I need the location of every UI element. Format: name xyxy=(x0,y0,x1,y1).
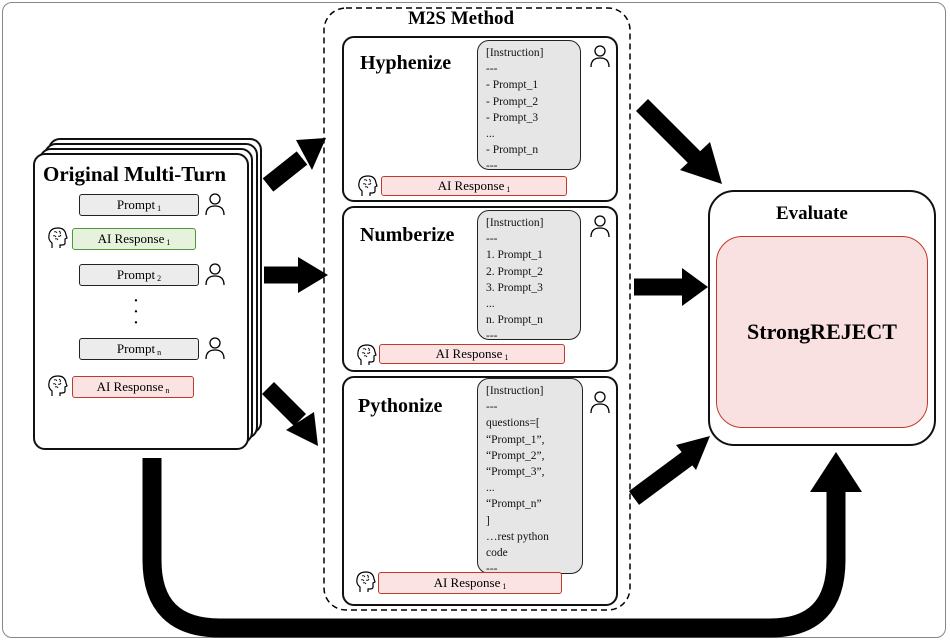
instruction-line: --- xyxy=(486,63,498,76)
instruction-line: “Prompt_3”, xyxy=(486,466,545,479)
brain-head-icon xyxy=(48,375,68,396)
arrow-head xyxy=(682,268,708,306)
instruction-line: [Instruction] xyxy=(486,385,544,397)
arrow-head xyxy=(296,138,326,170)
pythonize-title: Pythonize xyxy=(358,395,443,417)
instruction-line: 2. Prompt_2 xyxy=(486,265,543,278)
instruction-line: [Instruction] xyxy=(486,217,544,229)
instruction-line: --- xyxy=(486,563,498,576)
brain-head-icon xyxy=(357,344,377,365)
user-icon xyxy=(590,391,610,414)
instruction-line: [Instruction] xyxy=(486,47,544,59)
hyphenize-instruction-box: [Instruction] --- - Prompt_1 - Prompt_2 … xyxy=(477,40,581,172)
brain-head-icon xyxy=(356,571,376,592)
arrow-to-pythonize xyxy=(261,381,307,427)
instruction-line: --- xyxy=(486,330,498,343)
instruction-line: - Prompt_n xyxy=(486,144,539,157)
arrow-head xyxy=(676,436,710,470)
arrow-to-hyphenize xyxy=(262,151,308,192)
arrow-head xyxy=(286,412,318,446)
instruction-line: ... xyxy=(486,298,495,311)
instruction-line: ] xyxy=(486,514,490,527)
instruction-line: --- xyxy=(486,233,498,246)
instruction-line: 3. Prompt_3 xyxy=(486,281,543,294)
connector-arrow xyxy=(142,458,846,638)
strongreject-label: StrongREJECT xyxy=(747,319,897,344)
arrow-head xyxy=(298,257,328,293)
brain-head-icon xyxy=(358,175,378,196)
instruction-line: code xyxy=(486,547,508,560)
arrow-head xyxy=(680,142,722,184)
instruction-line: “Prompt_n” xyxy=(486,498,542,511)
m2s-method-container xyxy=(323,7,631,611)
user-icon xyxy=(590,215,610,238)
instruction-line: ... xyxy=(486,128,495,141)
user-icon xyxy=(590,45,610,68)
strongreject-box: StrongREJECT xyxy=(716,236,928,428)
instruction-line: - Prompt_1 xyxy=(486,79,539,92)
numberize-instruction-box: [Instruction] --- 1. Prompt_1 2. Prompt_… xyxy=(477,210,581,342)
connector-arrow-head xyxy=(810,452,862,492)
user-icon xyxy=(205,263,225,286)
m2s-method-title: M2S Method xyxy=(408,8,515,29)
brain-head-icon xyxy=(48,227,68,248)
ellipsis-dots: ··· xyxy=(132,290,140,334)
user-icon xyxy=(205,193,225,216)
instruction-line: --- xyxy=(486,401,498,414)
arrow-hyphenize-to-eval xyxy=(635,98,702,165)
evaluate-title: Evaluate xyxy=(776,203,848,224)
original-title: Original Multi-Turn xyxy=(43,162,227,186)
hyphenize-title: Hyphenize xyxy=(360,52,452,74)
instruction-line: “Prompt_2”, xyxy=(486,449,545,462)
instruction-line: ... xyxy=(486,482,495,495)
instruction-line: 1. Prompt_1 xyxy=(486,249,543,262)
instruction-line: …rest python xyxy=(486,530,549,543)
instruction-line: - Prompt_3 xyxy=(486,111,539,124)
instruction-line: “Prompt_1”, xyxy=(486,433,545,446)
pythonize-instruction-box: [Instruction] --- questions=[ “Prompt_1”… xyxy=(477,378,583,576)
instruction-line: - Prompt_2 xyxy=(486,95,539,108)
instruction-line: --- xyxy=(486,160,498,173)
arrow-pythonize-to-eval xyxy=(628,451,694,505)
instruction-line: n. Prompt_n xyxy=(486,314,543,327)
instruction-line: questions=[ xyxy=(486,417,540,430)
user-icon xyxy=(205,337,225,360)
numberize-title: Numberize xyxy=(360,224,455,246)
